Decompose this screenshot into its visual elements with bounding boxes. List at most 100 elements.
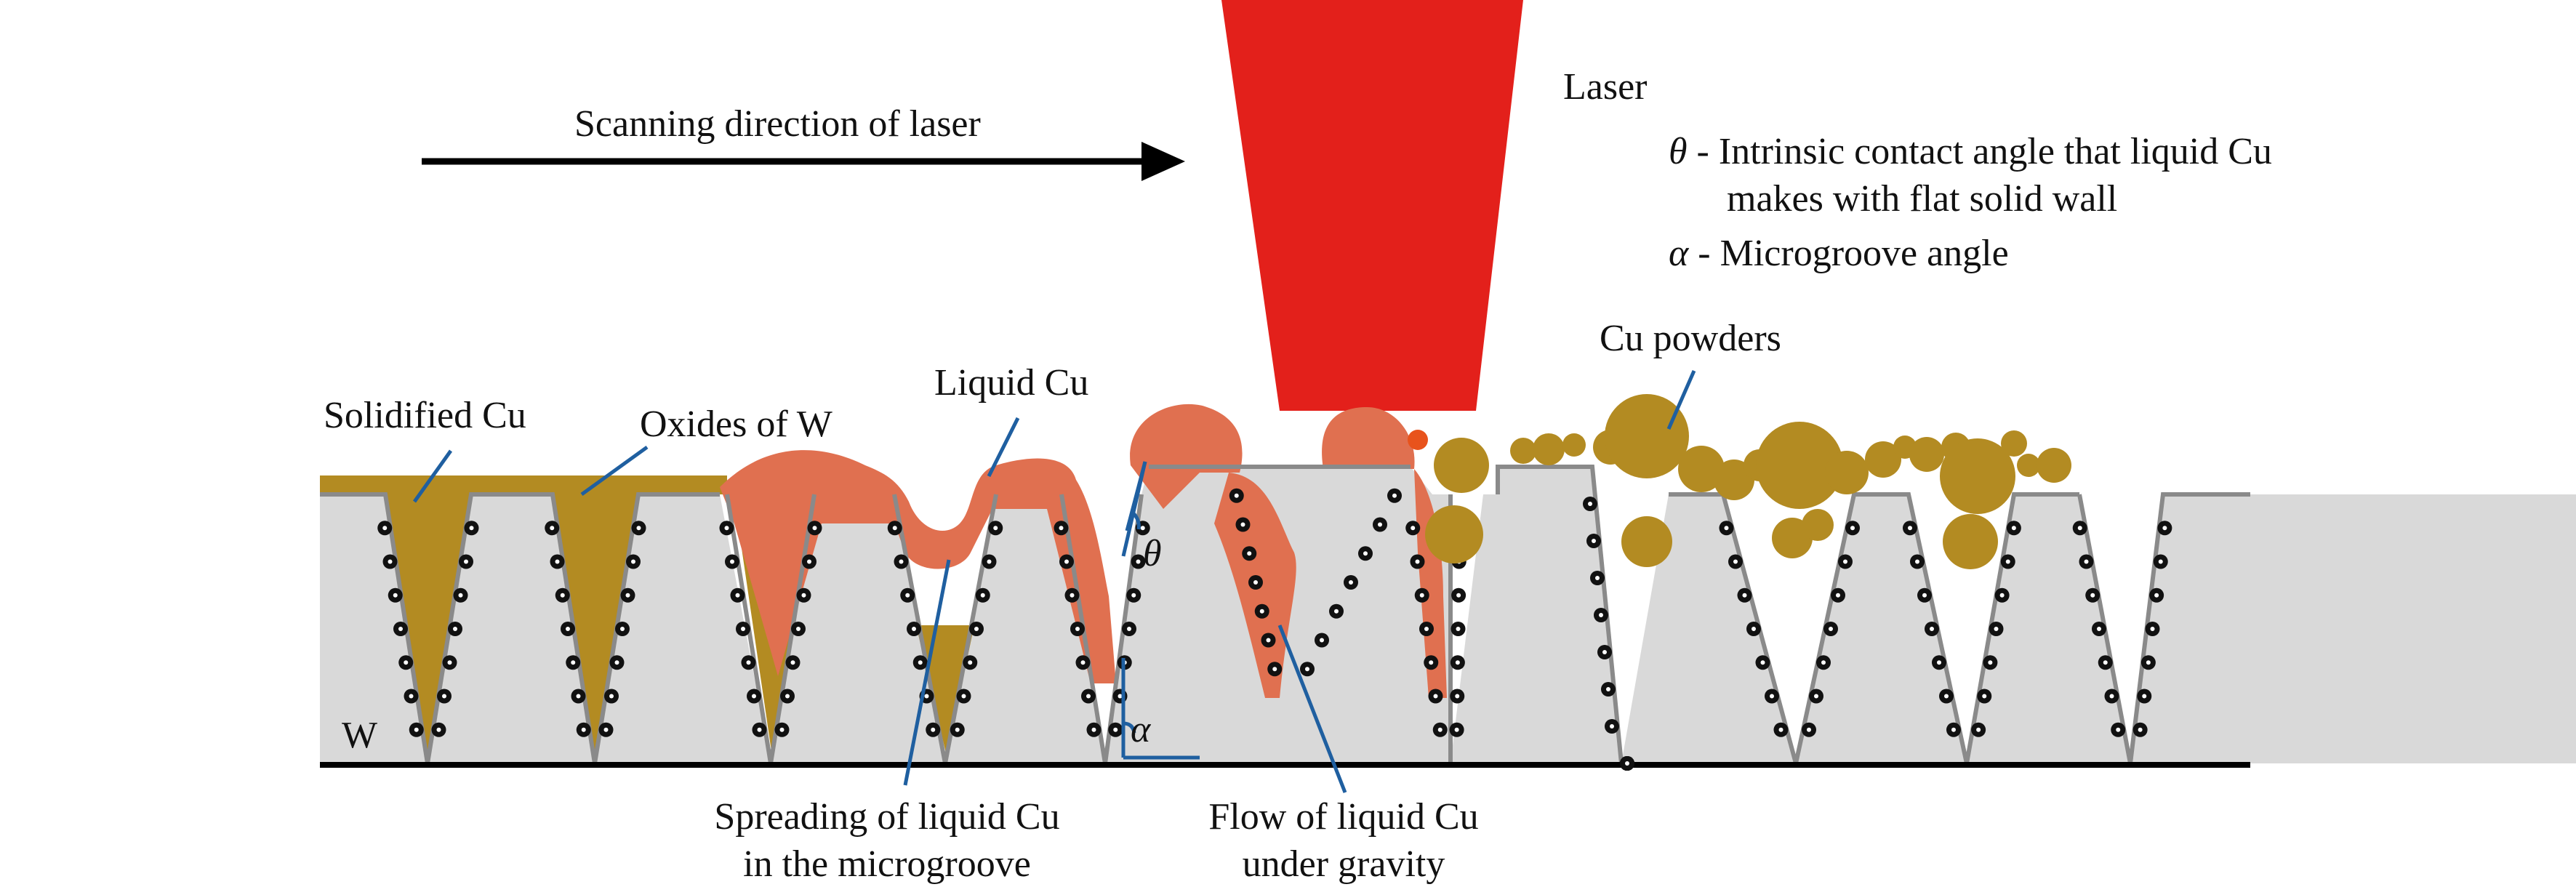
theta-line-2: [1121, 461, 1147, 557]
oxide-particle-highlight: [1814, 694, 1818, 699]
oxide-particle-highlight: [741, 627, 745, 631]
oxide-particle-highlight: [1951, 727, 1956, 732]
oxide-particle-highlight: [931, 727, 936, 732]
liquid-cu-label: Liquid Cu: [934, 362, 1088, 404]
oxide-particle-highlight: [1118, 694, 1123, 699]
substrate-label: W: [342, 715, 377, 756]
theta-legend-symbol: θ: [1669, 131, 1688, 172]
oxide-particle-highlight: [779, 727, 785, 732]
oxide-particle-highlight: [1363, 551, 1368, 556]
oxide-particle-highlight: [892, 526, 897, 531]
oxide-particle-highlight: [1752, 627, 1756, 631]
oxide-particle-highlight: [1070, 593, 1075, 598]
oxide-particle-highlight: [1064, 559, 1069, 564]
theta-legend-desc: - Intrinsic contact angle that liquid Cu: [1688, 131, 2272, 172]
oxide-particle-highlight: [1456, 627, 1461, 631]
liquid-cu-droplet: [1408, 430, 1428, 450]
oxide-particle-highlight: [2103, 660, 2108, 665]
liquid-cu-blob-4: [1322, 407, 1415, 469]
oxide-particle-highlight: [1456, 593, 1461, 598]
oxide-particle-highlight: [987, 559, 992, 564]
oxide-particle-highlight: [414, 727, 419, 732]
oxide-particle-highlight: [1843, 559, 1847, 564]
oxide-particle-highlight: [1606, 687, 1610, 691]
oxide-particle-highlight: [2158, 559, 2163, 564]
oxide-particle-highlight: [442, 694, 446, 699]
alpha-legend-line: α - Microgroove angle: [1669, 233, 2009, 274]
cu-powder-particle: [1940, 438, 2015, 514]
oxide-particle-highlight: [2138, 727, 2143, 732]
oxide-particle-highlight: [566, 627, 570, 631]
cu-powder-particle: [1756, 422, 1843, 509]
oxide-particle-highlight: [974, 627, 979, 631]
oxide-particle-highlight: [724, 526, 729, 531]
oxide-particle-highlight: [1599, 613, 1603, 617]
oxide-particle-highlight: [1140, 526, 1145, 531]
oxide-particle-highlight: [918, 660, 923, 665]
oxide-particle-highlight: [1592, 539, 1596, 543]
oxide-particle-highlight: [1378, 522, 1382, 527]
oxide-particle-highlight: [1454, 727, 1459, 732]
oxide-particle-highlight: [924, 694, 929, 699]
oxide-particle-highlight: [464, 559, 468, 564]
oxide-particle-highlight: [2011, 526, 2016, 531]
oxide-particle-highlight: [1272, 667, 1277, 672]
oxide-particle-highlight: [1821, 660, 1826, 665]
cu-powder-particle: [1943, 514, 1998, 569]
leader-oxides-of-w: [580, 445, 649, 497]
oxide-particle-highlight: [609, 694, 614, 699]
oxide-particle-highlight: [382, 526, 388, 531]
alpha-mark: α: [1131, 709, 1152, 750]
oxide-particle-highlight: [1988, 660, 1993, 665]
oxide-particle-highlight: [1305, 667, 1309, 672]
oxide-particle-highlight: [1602, 650, 1607, 654]
oxide-particle-highlight: [1770, 694, 1774, 699]
oxide-particle-highlight: [636, 526, 641, 531]
oxide-particle-highlight: [1429, 660, 1434, 665]
oxide-particle-highlight: [2150, 627, 2155, 631]
solidified-cu-top-layer: [320, 475, 727, 494]
cu-powder-particle: [2017, 454, 2040, 477]
oxide-particle-highlight: [620, 627, 625, 631]
oxide-particle-highlight: [1733, 559, 1738, 564]
oxide-particle-highlight: [603, 727, 609, 732]
oxide-particle-highlight: [625, 593, 630, 598]
oxide-particle-highlight: [1807, 727, 1811, 732]
cu-powder-particle: [1825, 451, 1869, 494]
oxide-particle-highlight: [961, 694, 966, 699]
oxide-particle-highlight: [757, 727, 762, 732]
oxide-particle-highlight: [1234, 493, 1239, 498]
oxide-particle-highlight: [1415, 559, 1420, 564]
oxide-particle-highlight: [1059, 526, 1064, 531]
cu-powders-label: Cu powders: [1600, 318, 1781, 359]
oxide-particle-highlight: [2005, 559, 2010, 564]
leader-solidified-cu: [412, 449, 453, 503]
oxide-particle-highlight: [398, 627, 403, 631]
oxide-particle-highlight: [447, 660, 452, 665]
oxide-particle-highlight: [1922, 593, 1927, 598]
solidified-cu-groove-2: [553, 494, 638, 760]
oxide-particle-highlight: [2116, 727, 2121, 732]
cu-powder-particle: [1562, 433, 1586, 457]
leader-liquid-cu: [987, 417, 1020, 478]
oxide-particle-highlight: [388, 559, 393, 564]
oxide-particle-highlight: [1937, 660, 1941, 665]
leader-flow: [1277, 625, 1347, 793]
oxide-particle-highlight: [2154, 593, 2159, 598]
oxide-particle-highlight: [1080, 660, 1086, 665]
oxide-particle-highlight: [560, 593, 565, 598]
spreading-label-line-1: Spreading of liquid Cu: [714, 796, 1059, 838]
oxide-particle-highlight: [1455, 660, 1460, 665]
oxide-particle-highlight: [1778, 727, 1783, 732]
oxide-particle-highlight: [1131, 593, 1136, 598]
oxide-particle-highlight: [1982, 694, 1987, 699]
oxide-particle-highlight: [980, 593, 985, 598]
oxide-particle-highlight: [1836, 593, 1840, 598]
tungsten-right-block: [2163, 494, 2576, 763]
oxide-particle-highlight: [735, 593, 740, 598]
scanning-direction-label: Scanning direction of laser: [574, 103, 981, 145]
oxide-particle-highlight: [1610, 724, 1614, 729]
oxide-particle-highlight: [1930, 627, 1934, 631]
cu-powder-particle: [1425, 505, 1483, 563]
